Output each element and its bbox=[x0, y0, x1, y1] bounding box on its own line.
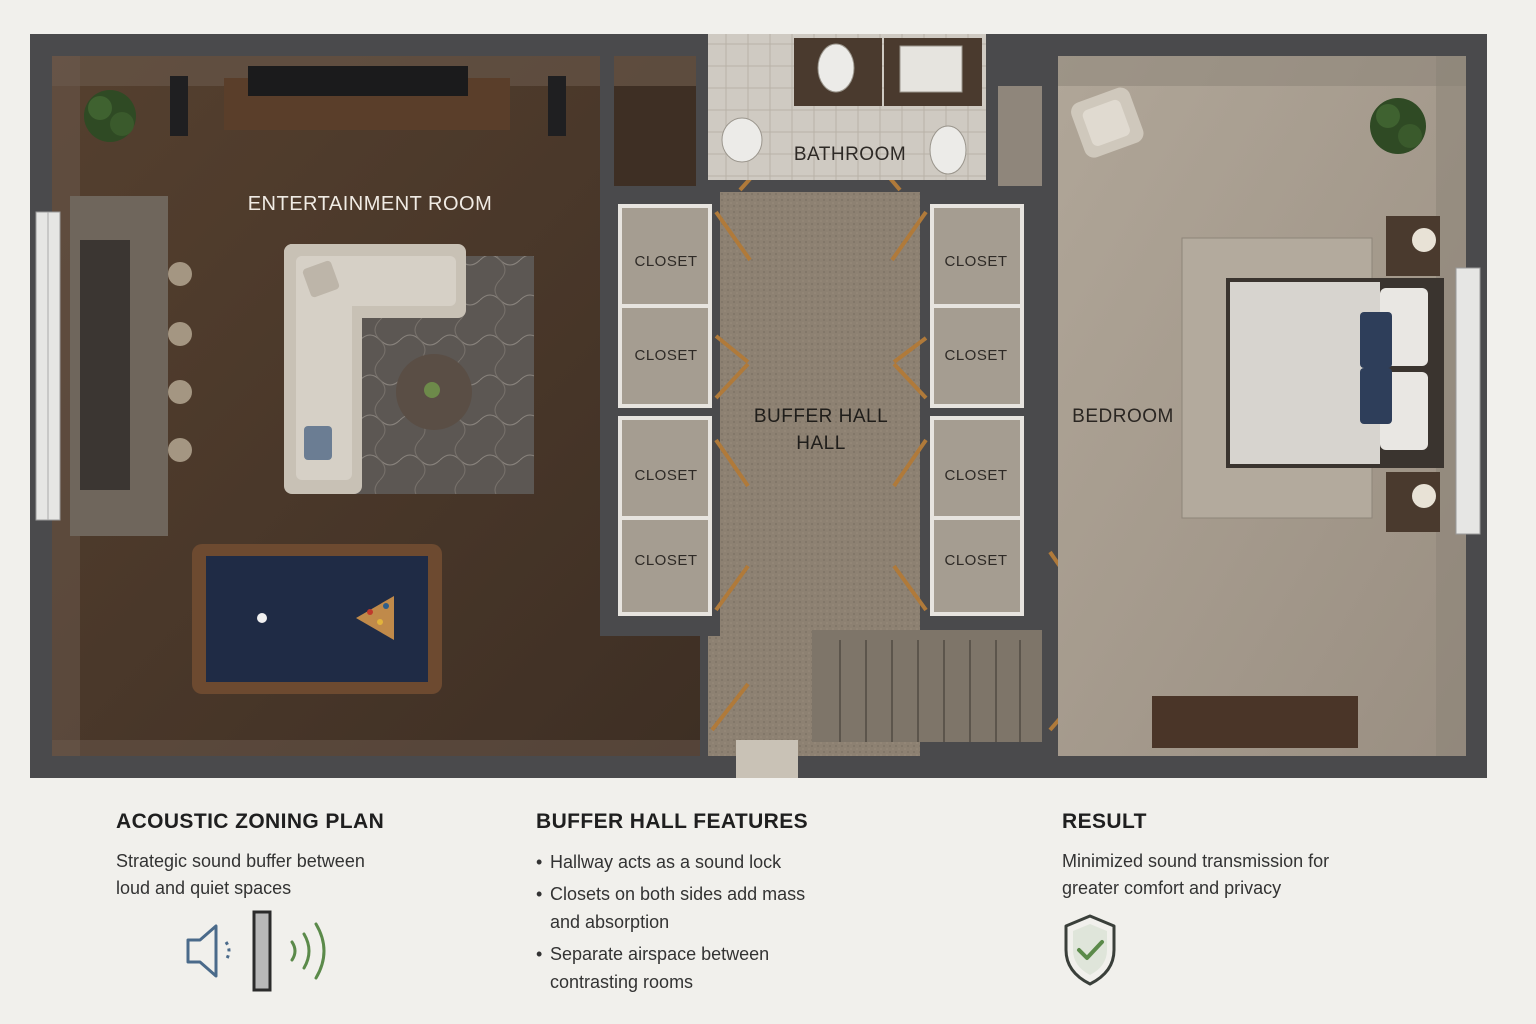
toilet-right bbox=[929, 125, 967, 175]
window-right bbox=[1455, 267, 1481, 535]
acoustic-zoning-body-line2: loud and quiet spaces bbox=[116, 878, 292, 898]
shield-check-icon bbox=[1064, 914, 1116, 986]
sound-waves-icon bbox=[290, 922, 326, 980]
stairs bbox=[812, 630, 1042, 742]
list-item: Hallway acts as a sound lock bbox=[536, 848, 856, 876]
label-closet: CLOSET bbox=[634, 467, 697, 484]
floor-plan: ENTERTAINMENT ROOM BATHROOM BUFFER HALL … bbox=[30, 34, 1487, 778]
toilet-top bbox=[817, 43, 855, 93]
label-closet: CLOSET bbox=[944, 253, 1007, 270]
bottom-entry bbox=[736, 740, 798, 778]
bed bbox=[1226, 278, 1444, 468]
bar-counter bbox=[70, 196, 192, 536]
label-bedroom: BEDROOM bbox=[1072, 406, 1174, 427]
plant-entertainment bbox=[84, 90, 136, 142]
acoustic-icons bbox=[186, 910, 326, 992]
speaker-right bbox=[548, 76, 566, 136]
result-body-line2: greater comfort and privacy bbox=[1062, 878, 1282, 898]
label-closet: CLOSET bbox=[634, 347, 697, 364]
speaker-left bbox=[170, 76, 188, 136]
label-closet: CLOSET bbox=[944, 347, 1007, 364]
label-closet: CLOSET bbox=[944, 552, 1007, 569]
label-bathroom: BATHROOM bbox=[794, 144, 906, 165]
closets-right bbox=[930, 204, 1024, 616]
plant-bedroom bbox=[1370, 98, 1426, 154]
dresser bbox=[1152, 696, 1358, 748]
pool-table bbox=[192, 544, 442, 694]
armchair bbox=[1071, 87, 1144, 158]
list-item: Separate airspace between contrasting ro… bbox=[536, 940, 856, 996]
result-body-line1: Minimized sound transmission for bbox=[1062, 851, 1330, 871]
wall-icon bbox=[252, 910, 272, 992]
toilet-left bbox=[721, 117, 763, 163]
label-buffer-hall: BUFFER HALL bbox=[754, 406, 888, 427]
label-closet: CLOSET bbox=[944, 467, 1007, 484]
label-entertainment-room: ENTERTAINMENT ROOM bbox=[248, 193, 493, 215]
tv bbox=[248, 66, 468, 96]
buffer-hall-features-title: BUFFER HALL FEATURES bbox=[536, 810, 809, 833]
buffer-hall-features-panel: BUFFER HALL FEATURES Hallway acts as a s… bbox=[536, 810, 856, 1000]
closets-left bbox=[618, 204, 712, 616]
result-panel: RESULT Minimized sound transmission for … bbox=[1062, 810, 1382, 902]
acoustic-zoning-body-line1: Strategic sound buffer between bbox=[116, 851, 365, 871]
acoustic-zoning-title: ACOUSTIC ZONING PLAN bbox=[116, 810, 385, 833]
result-title: RESULT bbox=[1062, 810, 1147, 833]
speaker-icon bbox=[186, 924, 231, 978]
acoustic-zoning-panel: ACOUSTIC ZONING PLAN Strategic sound buf… bbox=[116, 810, 436, 902]
label-buffer-hall-line2: HALL bbox=[796, 433, 846, 454]
buffer-hall-features-list: Hallway acts as a sound lock Closets on … bbox=[536, 848, 856, 996]
label-closet: CLOSET bbox=[634, 552, 697, 569]
list-item: Closets on both sides add mass and absor… bbox=[536, 880, 856, 936]
label-closet: CLOSET bbox=[634, 253, 697, 270]
sectional-sofa bbox=[284, 244, 466, 494]
